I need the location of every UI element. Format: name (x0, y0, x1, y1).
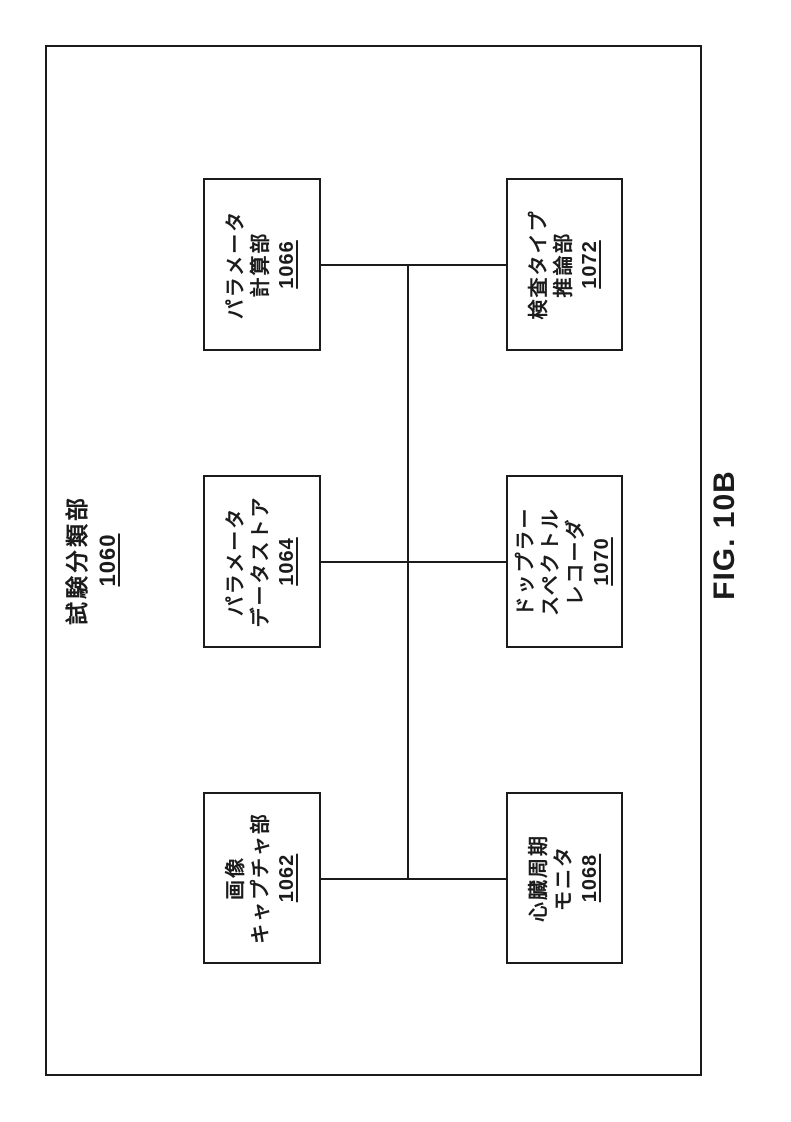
box-label-line: パラメータ (225, 506, 247, 617)
box-label-line: パラメータ (225, 209, 247, 320)
box-label-line: データストア (250, 495, 272, 628)
connector-middle-vertical (321, 561, 506, 563)
box-label-line: ドップラー (515, 506, 537, 617)
box-ref-number: 1064 (276, 537, 298, 586)
box-ref-number: 1068 (578, 853, 601, 903)
box-ref-number: 1070 (591, 537, 613, 586)
box-label-line: 心臓周期 (527, 834, 550, 922)
box-label-line: 画像 (225, 856, 247, 900)
box-label-line: モニタ (552, 845, 575, 911)
box-ref-number: 1072 (578, 240, 601, 289)
box-label-line: スペクトル (540, 507, 562, 616)
figure-caption: FIG. 10B (708, 470, 741, 600)
diagram-title-test-classification-unit: 試験分類部 1060 (62, 450, 123, 670)
connector-right-vertical (321, 264, 506, 266)
box-parameter-data-store-1064: パラメータ データストア 1064 (203, 475, 321, 648)
diagram-title-text: 試験分類部 (64, 495, 90, 625)
box-cardiac-cycle-monitor-1068: 心臓周期 モニタ 1068 (506, 792, 623, 964)
diagram-title-ref-number: 1060 (95, 533, 120, 587)
box-label-line: キャプチャ部 (250, 812, 272, 944)
box-label-line: 検査タイプ (527, 209, 550, 320)
box-exam-type-inference-unit-1072: 検査タイプ 推論部 1072 (506, 178, 623, 351)
box-parameter-calculation-unit-1066: パラメータ 計算部 1066 (203, 178, 321, 351)
connector-horizontal-bus (407, 264, 409, 880)
box-ref-number: 1062 (276, 853, 298, 903)
connector-left-vertical (321, 878, 506, 880)
box-label-line: 推論部 (552, 231, 575, 298)
box-doppler-spectrum-recorder-1070: ドップラー スペクトル レコーダ 1070 (506, 475, 623, 648)
box-label-line: レコーダ (565, 517, 587, 606)
box-image-capture-unit-1062: 画像 キャプチャ部 1062 (203, 792, 321, 964)
box-ref-number: 1066 (276, 240, 298, 289)
box-label-line: 計算部 (250, 231, 272, 298)
